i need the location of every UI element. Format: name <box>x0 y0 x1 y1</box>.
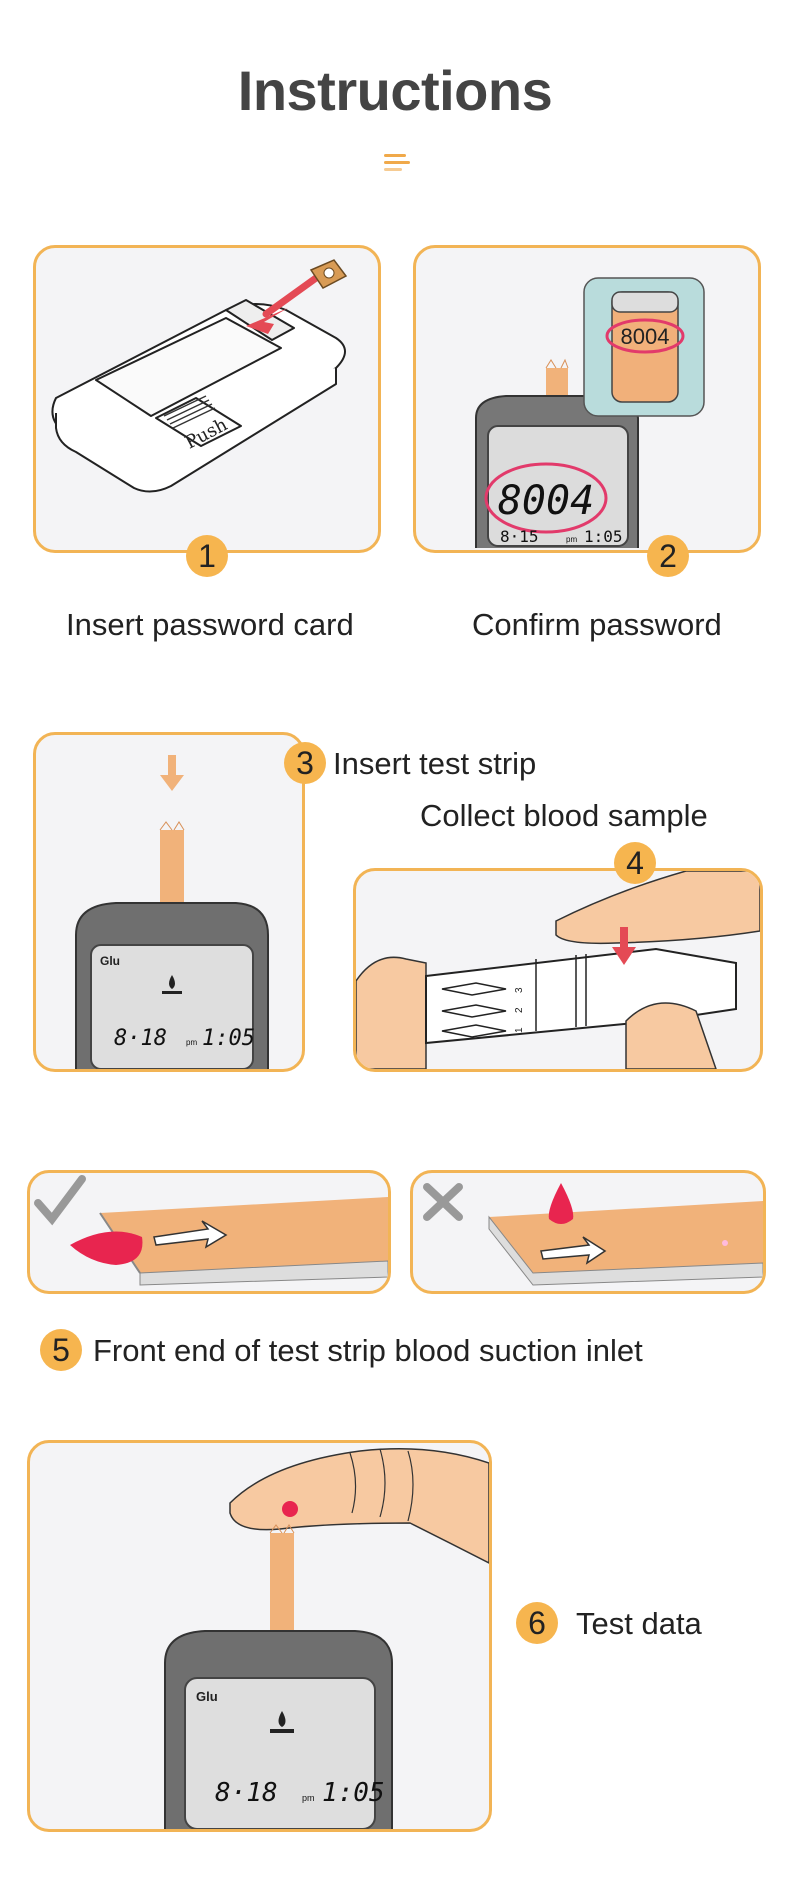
cross-icon <box>423 1183 463 1221</box>
password-card-meter-illustration: Push <box>51 259 348 493</box>
title-divider-icon <box>384 152 410 172</box>
meter-date: 8·18 <box>215 1778 278 1808</box>
meter-glu-label: Glu <box>100 954 120 968</box>
wrong-suction-illustration <box>423 1183 763 1286</box>
correct-suction-illustration <box>34 1175 388 1286</box>
step-5-correct-panel <box>27 1170 391 1294</box>
meter-date: 8·15 <box>500 527 539 546</box>
page-title: Instructions <box>237 59 553 122</box>
step-3-panel: Glu 8·18 pm 1:05 <box>33 732 305 1072</box>
step-6-badge: 6 <box>516 1602 558 1644</box>
step-1-badge: 1 <box>186 535 228 577</box>
step-3-badge: 3 <box>284 742 326 784</box>
step-5-caption: Front end of test strip blood suction in… <box>93 1333 643 1368</box>
step-1-caption: Insert password card <box>66 607 354 642</box>
down-arrow-icon <box>160 755 184 791</box>
meter-date: 8·18 <box>114 1026 167 1051</box>
dial-mark-2: 2 <box>514 1007 525 1013</box>
press-arrow-icon <box>612 927 636 965</box>
lancing-device-illustration: 3 2 1 <box>356 871 760 1069</box>
step-4-panel: 3 2 1 <box>353 868 763 1072</box>
meter-time: 1:05 <box>584 527 623 546</box>
step-1-panel: Push <box>33 245 381 553</box>
meter-pm: pm <box>302 1793 315 1803</box>
meter-time: 1:05 <box>322 1778 385 1808</box>
drop-icon <box>278 1711 286 1727</box>
vial-code-label: 8004 <box>621 324 670 349</box>
step-5-badge: 5 <box>40 1329 82 1371</box>
dial-mark-3: 3 <box>514 987 525 993</box>
dial-mark-1: 1 <box>514 1027 525 1033</box>
insert-strip-illustration: Glu 8·18 pm 1:05 <box>75 755 269 1069</box>
insert-arrow-icon <box>246 274 320 334</box>
check-icon <box>34 1175 86 1226</box>
step-6-panel: Glu 8·18 pm 1:05 <box>27 1440 492 1832</box>
password-card-chip <box>309 259 348 289</box>
meter-code-display: 8004 <box>498 478 594 524</box>
meter-pm: pm <box>566 535 577 544</box>
step-6-caption: Test data <box>576 1606 702 1641</box>
step-4-badge: 4 <box>614 842 656 884</box>
meter-pm: pm <box>186 1038 197 1047</box>
meter-time: 1:05 <box>202 1026 255 1051</box>
test-data-illustration: Glu 8·18 pm 1:05 <box>164 1448 489 1829</box>
drop-icon <box>169 975 175 989</box>
step-2-caption: Confirm password <box>472 607 722 642</box>
step-4-caption: Collect blood sample <box>420 798 708 833</box>
step-5-wrong-panel <box>410 1170 766 1294</box>
step-3-caption: Insert test strip <box>333 746 537 781</box>
step-2-badge: 2 <box>647 535 689 577</box>
meter-glu-label: Glu <box>196 1689 218 1704</box>
step-2-panel: 8004 8·15 pm 1:05 8004 <box>413 245 761 553</box>
blood-drop-icon <box>282 1501 298 1517</box>
confirm-code-illustration: 8004 8·15 pm 1:05 8004 <box>475 277 705 548</box>
